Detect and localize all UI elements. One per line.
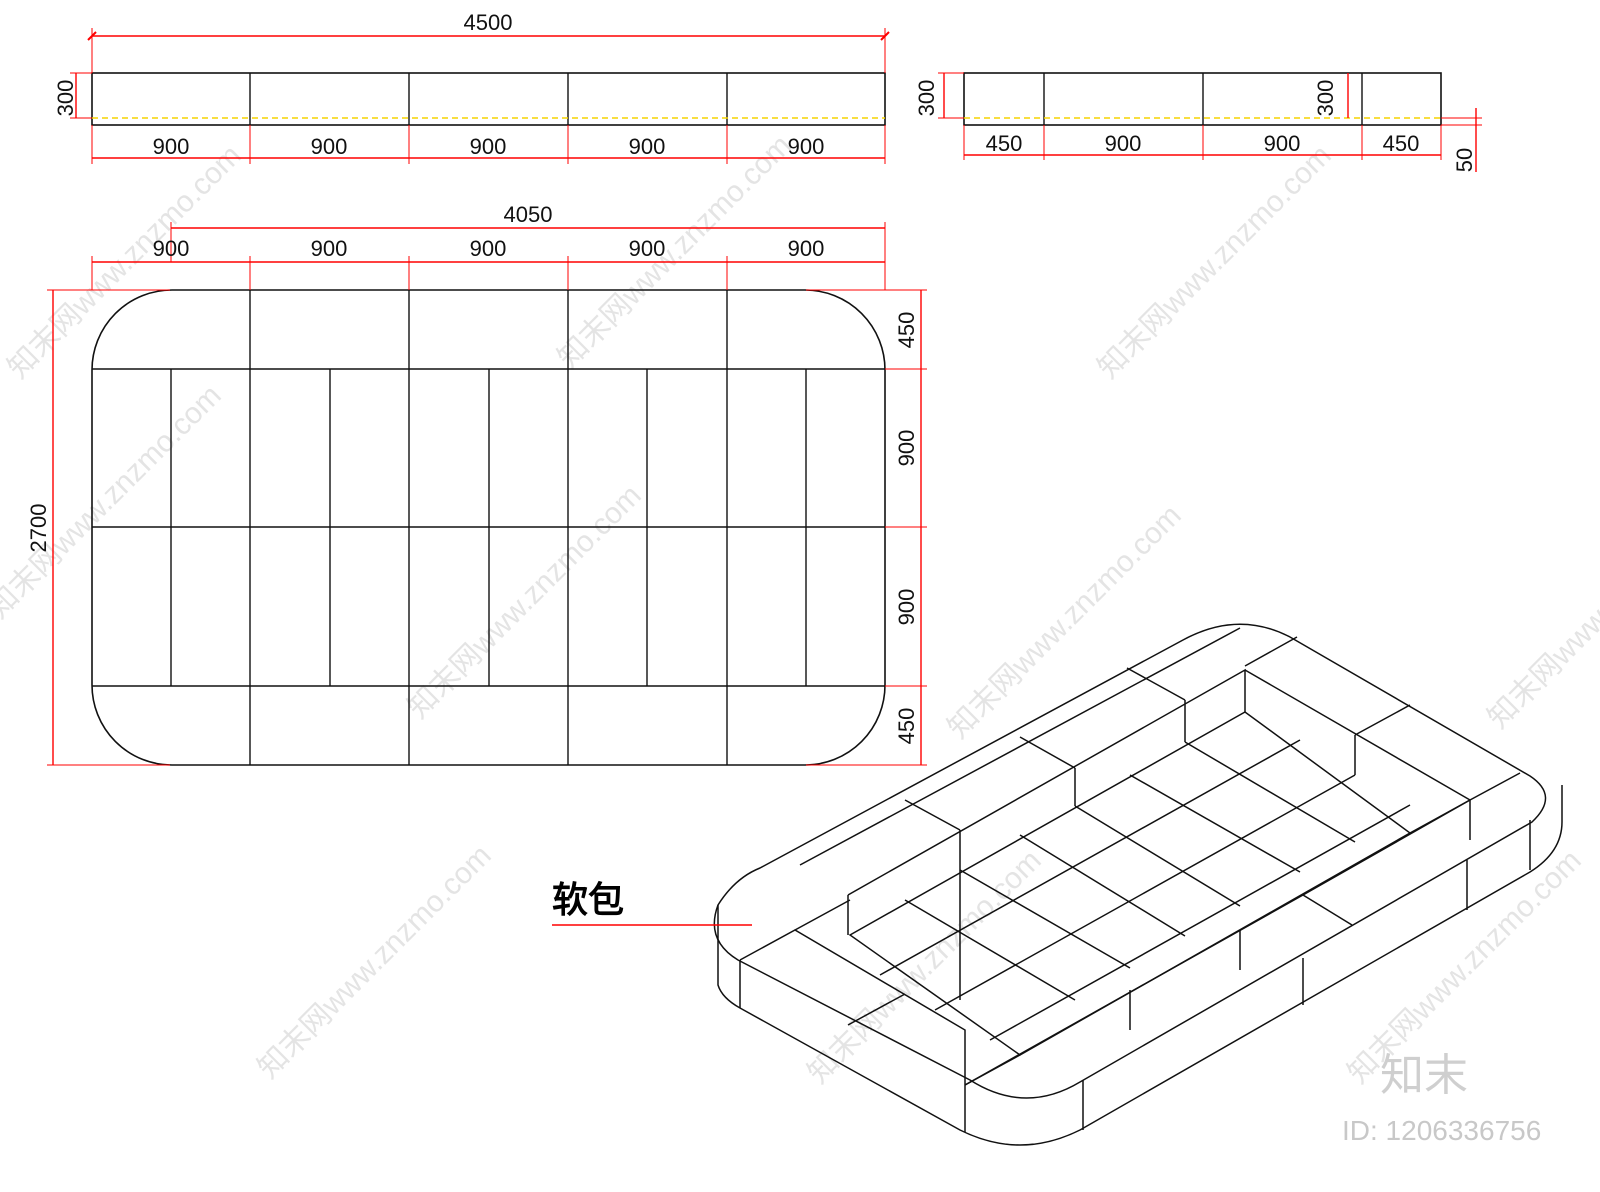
dimension-segment: 900 xyxy=(1264,131,1301,156)
watermark: 知末网www.znzmo.com xyxy=(1482,489,1600,735)
dimension-segment: 900 xyxy=(470,134,507,159)
front-elevation: 4500 300 900 900 900 900 900 xyxy=(53,10,890,164)
dimension-segment: 900 xyxy=(629,134,666,159)
dimension-segment: 900 xyxy=(153,134,190,159)
isometric-view xyxy=(713,623,1563,1146)
dimension-segment: 900 xyxy=(311,134,348,159)
dimension-segment: 900 xyxy=(629,236,666,261)
brand-id: ID: 1206336756 xyxy=(1342,1115,1541,1146)
dimension-segment: 900 xyxy=(788,236,825,261)
dimension-segment: 900 xyxy=(894,589,919,626)
dimension-segment: 900 xyxy=(153,236,190,261)
dimension-segment: 900 xyxy=(470,236,507,261)
dimension-height: 300 xyxy=(1313,80,1338,117)
brand-logo: 知末 xyxy=(1380,1050,1468,1101)
dimension-height: 300 xyxy=(914,80,939,117)
dimension-base: 50 xyxy=(1452,148,1477,172)
watermark: 知末网www.znzmo.com xyxy=(552,129,798,375)
watermark: 知末网www.znzmo.com xyxy=(0,379,228,625)
dimension-height: 300 xyxy=(53,80,78,117)
dimension-segment: 450 xyxy=(894,708,919,745)
plan-view: 4050 900 900 900 900 900 2700 450 900 90… xyxy=(26,202,927,766)
dimension-overall: 4500 xyxy=(464,10,513,35)
dimension-segment: 450 xyxy=(894,312,919,349)
watermark: 知末网www.znzmo.com xyxy=(252,839,498,1085)
watermark: 知末网www.znzmo.com xyxy=(942,499,1188,745)
watermark: 知末网www.znzmo.com xyxy=(402,479,648,725)
watermark: 知末网www.znzmo.com xyxy=(1092,139,1338,385)
dimension-segment: 450 xyxy=(1383,131,1420,156)
dimension-segment: 450 xyxy=(986,131,1023,156)
dimension-overall-height: 2700 xyxy=(26,504,51,553)
dimension-overall-width: 4050 xyxy=(504,202,553,227)
dimension-segment: 900 xyxy=(311,236,348,261)
brand-mark: 知末 ID: 1206336756 xyxy=(1342,1050,1541,1146)
callout: 软包 xyxy=(552,880,752,926)
side-elevation: 300 300 450 900 900 450 50 xyxy=(914,72,1482,172)
dimension-segment: 900 xyxy=(1105,131,1142,156)
dimension-segment: 900 xyxy=(788,134,825,159)
callout-label: 软包 xyxy=(552,880,624,921)
watermark-layer: 知末网www.znzmo.com 知末网www.znzmo.com 知末网www… xyxy=(0,129,1600,1090)
dimension-segment: 900 xyxy=(894,430,919,467)
